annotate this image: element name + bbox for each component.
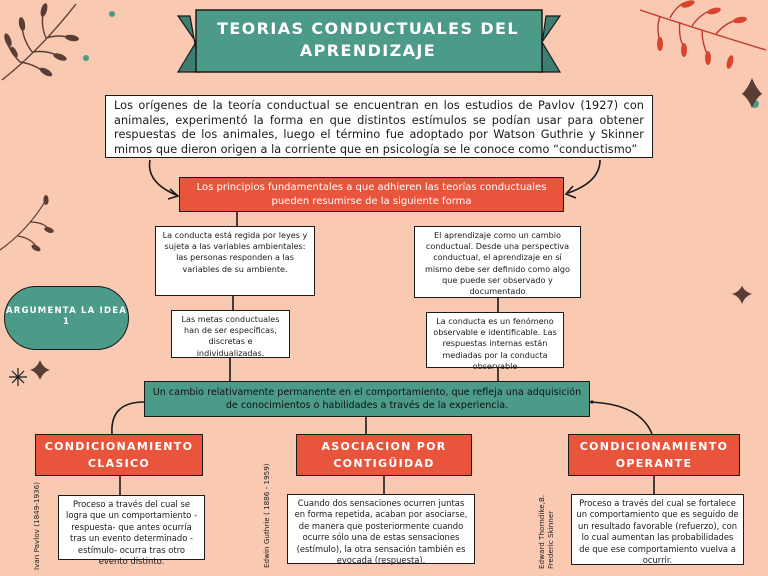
- author-label: Ivan Pavlov (1849-1936): [32, 481, 41, 570]
- page-title: TEORIAS CONDUCTUALES DEL APRENDIZAJE: [217, 19, 519, 60]
- title-ribbon: [195, 9, 543, 73]
- category-description: Cuando dos sensaciones ocurren juntas en…: [287, 494, 475, 565]
- category-classical-conditioning: CONDICIONAMIENTO CLASICO: [35, 434, 203, 476]
- principles-banner: Los principios fundamentales a que adhie…: [179, 177, 564, 212]
- category-description: Proceso a través del cual se fortalece u…: [571, 494, 744, 565]
- category-association-contiguity: ASOCIACION POR CONTIGÜIDAD: [296, 434, 472, 476]
- category-operant-conditioning: CONDICIONAMIENTO OPERANTE: [568, 434, 740, 476]
- author-label: Edwin Guthrie ( 1886 - 1959): [262, 463, 271, 568]
- connector-arrows: [111, 159, 655, 495]
- definition-box: Un cambio relativamente permanente en el…: [144, 381, 590, 417]
- author-label: Edward Thorndike,B. Frederic Skinner: [537, 495, 555, 569]
- dot-icon: [109, 11, 115, 17]
- principle-note: La conducta es un fenómeno observable e …: [426, 312, 564, 371]
- principle-note: La conducta está regida por leyes y suje…: [155, 226, 315, 296]
- sparkle-icon: [742, 78, 762, 108]
- dot-icon: [83, 55, 89, 61]
- sparkle-icon: [9, 368, 27, 386]
- principle-note: Las metas conductuales han de ser especí…: [171, 310, 290, 358]
- principle-note: El aprendizaje como un cambio conductual…: [414, 226, 581, 298]
- argument-pill[interactable]: ARGUMENTA LA IDEA 1: [4, 286, 129, 350]
- author-line: Frederic Skinner: [546, 510, 555, 569]
- category-description: Proceso a través del cual se logra que u…: [58, 495, 205, 566]
- intro-box: Los orígenes de la teoría conductual se …: [105, 95, 653, 158]
- author-line: Edward Thorndike,B.: [537, 494, 546, 569]
- leaf-branch-icon: [1, 3, 77, 81]
- leaf-cluster-icon: [4, 3, 79, 77]
- leaf-branch-icon: [0, 199, 49, 251]
- sparkle-icon: [30, 360, 50, 380]
- sparkle-icon: [732, 286, 752, 304]
- leaf-cluster-icon: [657, 0, 747, 69]
